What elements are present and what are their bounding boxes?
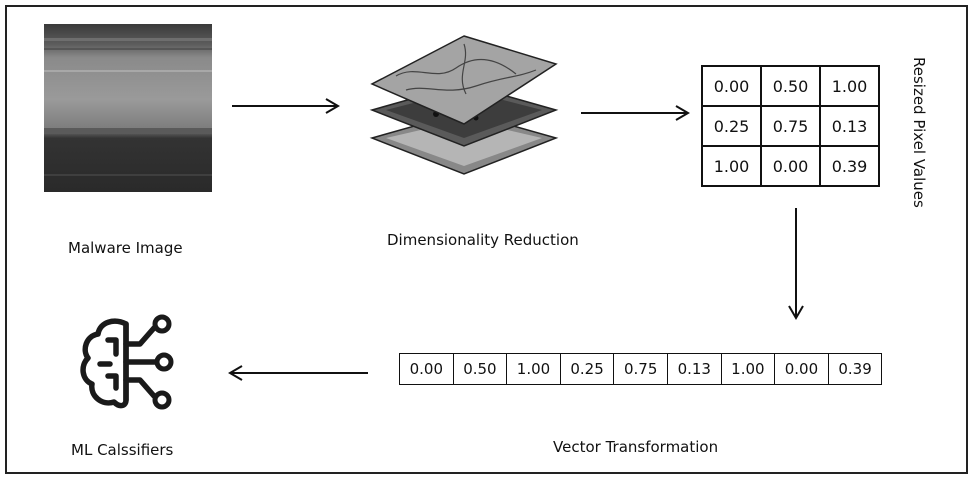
vector-row: 0.00 0.50 1.00 0.25 0.75 0.13 1.00 0.00 … xyxy=(399,353,883,385)
vector-cell: 0.00 xyxy=(399,353,454,385)
pixel-value-grid: 0.00 0.50 1.00 0.25 0.75 0.13 1.00 0.00 … xyxy=(701,65,880,187)
grid-cell: 0.00 xyxy=(760,145,821,187)
grid-row: 0.25 0.75 0.13 xyxy=(701,105,880,147)
vector-cell: 0.00 xyxy=(774,353,829,385)
grid-cell: 0.25 xyxy=(701,105,762,147)
dimensionality-reduction-label: Dimensionality Reduction xyxy=(387,231,579,249)
grid-cell: 0.13 xyxy=(819,105,880,147)
vector-cell: 0.13 xyxy=(666,353,722,385)
grid-cell: 0.39 xyxy=(819,145,880,187)
grid-cell: 0.00 xyxy=(701,65,762,107)
grid-row: 1.00 0.00 0.39 xyxy=(701,145,880,187)
grid-cell: 1.00 xyxy=(819,65,880,107)
vector-cell: 1.00 xyxy=(506,353,561,385)
brain-circuit-icon xyxy=(80,314,174,410)
vector-cell: 0.50 xyxy=(452,353,508,385)
grid-row: 0.00 0.50 1.00 xyxy=(701,65,880,107)
stacked-layers-icon xyxy=(369,35,559,175)
ml-classifiers-label: ML Calssifiers xyxy=(71,441,174,459)
vector-cell: 1.00 xyxy=(720,353,776,385)
diagram-frame xyxy=(5,5,968,474)
vector-cell: 0.39 xyxy=(827,353,883,385)
grid-cell: 0.75 xyxy=(760,105,821,147)
malware-image-label: Malware Image xyxy=(68,239,183,257)
vector-transformation-label: Vector Transformation xyxy=(553,438,719,456)
grid-cell: 0.50 xyxy=(760,65,821,107)
grid-cell: 1.00 xyxy=(701,145,762,187)
vector-cell: 0.75 xyxy=(613,353,668,385)
resized-pixel-values-label: Resized Pixel Values xyxy=(910,57,928,208)
malware-image xyxy=(44,24,212,192)
vector-cell: 0.25 xyxy=(559,353,615,385)
